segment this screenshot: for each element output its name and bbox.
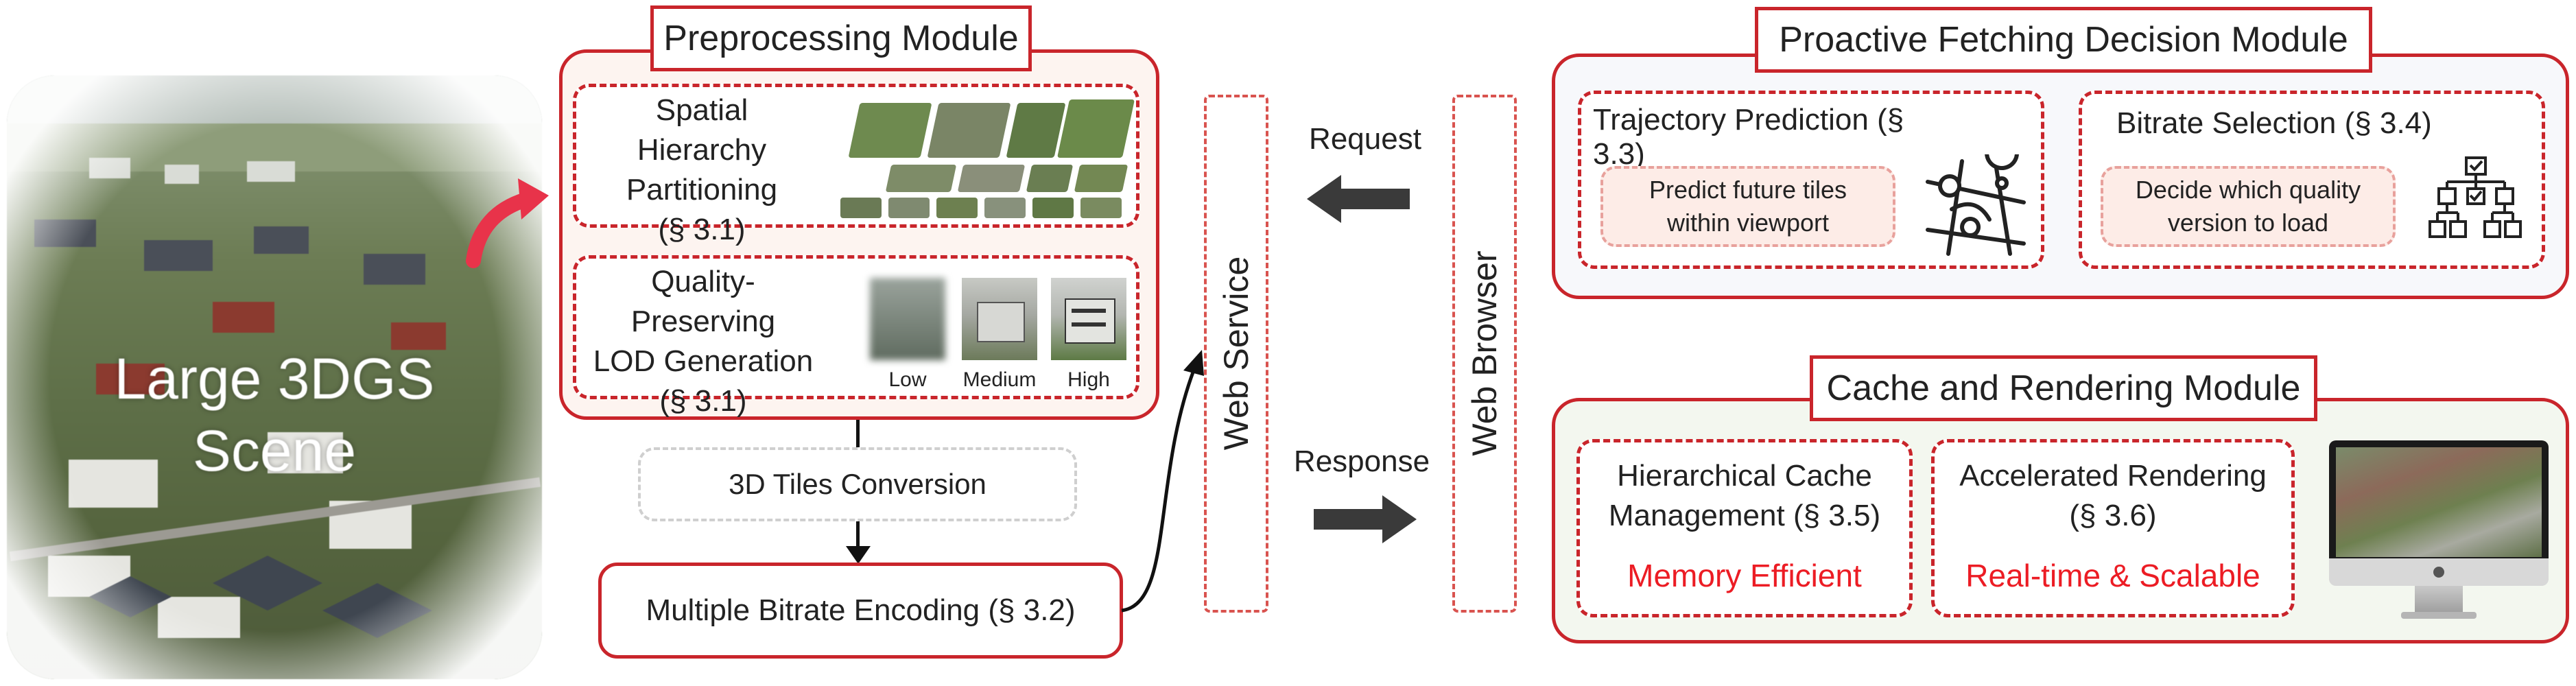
tiles-conversion-label: 3D Tiles Conversion <box>729 468 986 500</box>
cache-management-line2: Management (§ 3.5) <box>1608 499 1881 533</box>
bitrate-selection-pill: Decide which quality version to load <box>2101 166 2396 247</box>
cache-rendering-title: Cache and Rendering Module <box>1810 355 2317 421</box>
lod-generation-line2: LOD Generation <box>593 344 814 379</box>
accelerated-rendering-line2: (§ 3.6) <box>2069 499 2157 533</box>
bitrate-selection-title: Bitrate Selection (§ 3.4) <box>2116 106 2432 140</box>
memory-efficient-text: Memory Efficient <box>1627 558 1862 593</box>
trajectory-pill-line2: within viewport <box>1666 209 1830 237</box>
web-browser-label: Web Browser <box>1465 250 1504 456</box>
lod-generation-line1: Quality-Preserving <box>630 265 776 339</box>
spatial-hierarchy-line2: Partitioning <box>626 173 778 207</box>
lod-medium-caption: Medium <box>962 368 1037 391</box>
spatial-hierarchy-label: Spatial Hierarchy Partitioning (§ 3.1) <box>589 91 815 250</box>
web-service-label: Web Service <box>1217 256 1255 450</box>
bitrate-encoding-box: Multiple Bitrate Encoding (§ 3.2) <box>598 563 1123 659</box>
lod-low-image <box>870 278 945 360</box>
accelerated-rendering-line1: Accelerated Rendering <box>1959 459 2267 493</box>
accelerated-rendering-box <box>1931 439 2295 617</box>
decision-tree-icon <box>2429 156 2522 238</box>
connector-arrowhead <box>846 546 871 564</box>
lod-generation-line3: (§ 3.1) <box>659 384 747 418</box>
response-arrow <box>1314 495 1417 543</box>
realtime-scalable-text: Real-time & Scalable <box>1965 558 2260 593</box>
accelerated-rendering-label: Accelerated Rendering (§ 3.6) <box>1933 456 2293 536</box>
cache-management-label: Hierarchical Cache Management (§ 3.5) <box>1578 456 1911 536</box>
cache-management-line1: Hierarchical Cache <box>1617 459 1872 493</box>
scene-label-line2: Scene <box>192 418 357 483</box>
spatial-hierarchy-line3: (§ 3.1) <box>658 213 746 247</box>
lod-high-image <box>1051 278 1126 360</box>
trajectory-pill-line1: Predict future tiles <box>1649 176 1847 204</box>
trajectory-prediction-title: Trajectory Prediction (§ 3.3) <box>1593 103 1904 171</box>
bitrate-pill-line2: version to load <box>2167 209 2329 237</box>
lod-high-caption: High <box>1067 368 1110 391</box>
web-browser-box: Web Browser <box>1452 95 1517 613</box>
bitrate-encoding-label: Multiple Bitrate Encoding (§ 3.2) <box>646 593 1076 627</box>
scene-image: Large 3DGS Scene <box>7 75 542 679</box>
trajectory-prediction-pill: Predict future tiles within viewport <box>1600 166 1895 247</box>
partition-tiles-image <box>840 96 1135 220</box>
proactive-fetching-title: Proactive Fetching Decision Module <box>1755 7 2372 73</box>
scene-label-line1: Large 3DGS <box>114 346 435 411</box>
scene-houses-illustration <box>7 75 542 679</box>
encoding-to-service-arrow <box>1121 350 1204 613</box>
lod-low-caption: Low <box>888 368 927 391</box>
scene-label: Large 3DGS Scene <box>7 343 542 487</box>
preprocessing-module-title: Preprocessing Module <box>650 5 1032 71</box>
cache-management-box <box>1576 439 1913 617</box>
lod-generation-label: Quality-Preserving LOD Generation (§ 3.1… <box>587 262 820 421</box>
response-label: Response <box>1293 445 1430 478</box>
lod-generation-box <box>573 255 1139 399</box>
connector-line-bottom <box>856 521 860 552</box>
imac-monitor-icon <box>2329 440 2549 626</box>
request-arrow <box>1307 175 1410 223</box>
map-route-icon <box>1926 154 2026 256</box>
bitrate-pill-line1: Decide which quality <box>2135 176 2361 204</box>
web-service-box: Web Service <box>1204 95 1268 613</box>
scene-to-preprocessing-arrow <box>466 178 549 268</box>
spatial-hierarchy-line1: Spatial Hierarchy <box>637 93 767 167</box>
connector-line-top <box>856 420 860 447</box>
tiles-conversion-box: 3D Tiles Conversion <box>638 447 1077 521</box>
lod-medium-image <box>962 278 1037 360</box>
request-label: Request <box>1309 122 1421 156</box>
